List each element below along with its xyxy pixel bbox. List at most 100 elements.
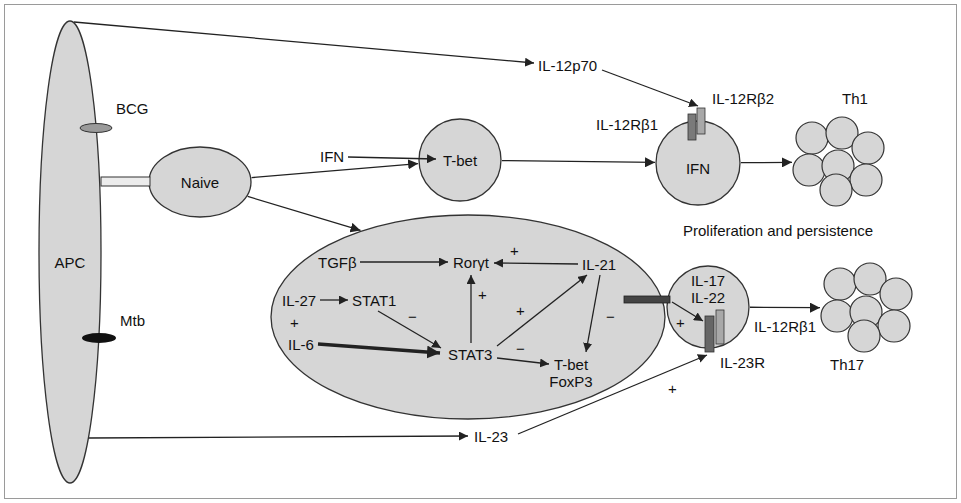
effector-cell <box>796 122 828 154</box>
molecule-label-holder: STAT1 <box>352 292 396 309</box>
pathogen-label: BCG <box>116 100 149 117</box>
receptor-symbol <box>705 316 714 352</box>
figure-frame <box>5 5 957 499</box>
pathway-arrow <box>318 344 440 353</box>
effector-cell <box>852 132 884 164</box>
naive-cell: Naive <box>148 146 252 218</box>
effector-cell <box>850 164 882 196</box>
cell-outline <box>792 116 886 208</box>
pathway-arrow <box>586 275 600 352</box>
effector-cell <box>793 154 825 186</box>
cell-membrane <box>419 119 501 201</box>
pathogen-label: Mtb <box>120 312 145 329</box>
sign-symbol: − <box>408 308 417 325</box>
cell-label-holder: T-bet <box>443 152 477 169</box>
cell-label: IFN <box>686 160 710 177</box>
tcr-contact <box>101 177 150 186</box>
receptor-label-holder: IL-12Rβ2 <box>712 90 774 107</box>
cytokine-label: IL-12p70 <box>538 57 597 74</box>
cell-membrane <box>149 147 251 217</box>
ifn-cell: IFN <box>655 120 741 206</box>
receptor-label: IL-12Rβ1 <box>596 116 658 133</box>
cell-label-holder: Naive <box>181 174 219 191</box>
sign-symbol-holder: + <box>290 314 299 331</box>
receptor-symbol <box>697 108 705 134</box>
cytokine-label: IL-17 IL-22 <box>686 272 730 306</box>
molecule-label-holder: IL-6 <box>288 336 314 353</box>
connector-arrow <box>741 162 792 164</box>
cell-membrane <box>656 121 740 205</box>
molecule-label-holder: STAT3 <box>448 346 492 363</box>
connector-arrow <box>502 161 655 163</box>
sign-symbol-holder: + <box>510 242 519 259</box>
cytokine-label-holder: IL-12p70 <box>538 57 597 74</box>
sign-symbol: + <box>668 380 677 397</box>
molecule-label: Rorγt <box>453 254 489 271</box>
receptor-label: IL-12Rβ2 <box>712 90 774 107</box>
sign-symbol: + <box>478 286 487 303</box>
sign-symbol: + <box>510 242 519 259</box>
differentiating-cell: TGFβRorγt+IL-21+IL-27STAT1++−−IL-6STAT3−… <box>270 214 666 420</box>
cell-label: T-bet <box>443 152 477 169</box>
sign-symbol-holder: + <box>668 380 677 397</box>
sign-symbol-holder: − <box>408 308 417 325</box>
connector-arrow <box>252 164 419 178</box>
molecule-label: STAT3 <box>448 346 492 363</box>
effector-cell <box>848 320 880 352</box>
pathway-arrow <box>320 299 348 300</box>
molecule-label-holder: TGFβ <box>318 254 357 271</box>
pathway-arrow <box>360 261 448 262</box>
pathogen-label-holder: BCG <box>116 100 149 117</box>
receptor-label: IL-12Rβ1 <box>754 318 816 335</box>
receptor-label: IL-23R <box>720 354 765 371</box>
effector-cell <box>820 174 852 206</box>
cluster-label: Th1 <box>842 90 868 107</box>
bcg-particle <box>80 124 112 133</box>
signal-arrow <box>602 70 698 106</box>
cytokine-label-holder: IL-17 IL-22 <box>686 272 730 306</box>
signal-arrow <box>518 355 707 434</box>
sign-symbol: + <box>290 314 299 331</box>
cytokine-label-holder: IL-23 <box>474 428 508 445</box>
pathway-arrow <box>378 311 441 348</box>
cell-outline <box>38 20 102 484</box>
sign-symbol: + <box>676 314 685 331</box>
molecule-label: STAT1 <box>352 292 396 309</box>
tbet-cell: T-bet <box>418 118 502 202</box>
connector-arrow <box>750 307 820 309</box>
molecule-label: IL-6 <box>288 336 314 353</box>
signal-arrow <box>89 436 468 438</box>
cytokine-label-holder: IFN <box>320 148 344 165</box>
effector-cell <box>878 310 910 342</box>
cluster-label: Th17 <box>830 356 864 373</box>
molecule-label: IL-21 <box>582 256 616 273</box>
receptor-symbol <box>716 310 724 344</box>
cell-label-holder: IFN <box>686 160 710 177</box>
cytokine-label: IFN <box>320 148 344 165</box>
molecule-label-holder: Rorγt <box>453 254 489 271</box>
effector-cell <box>821 300 853 332</box>
molecule-label: TGFβ <box>318 254 357 271</box>
cell-label: Naive <box>181 174 219 191</box>
molecule-label: IL-27 <box>282 292 316 309</box>
receptor-label-holder: IL-12Rβ1 <box>754 318 816 335</box>
pathway-arrow <box>497 358 549 364</box>
effector-cell <box>824 268 856 300</box>
receptor-label-holder: IL-12Rβ1 <box>596 116 658 133</box>
th17-precursor: Proliferation and persistenceIL-17 IL-22 <box>666 265 750 349</box>
sign-symbol: − <box>606 308 615 325</box>
effector-cell <box>880 278 912 310</box>
molecule-label-holder: IL-21 <box>582 256 616 273</box>
pathway-arrow <box>497 275 587 346</box>
receptor-symbol <box>624 296 670 303</box>
receptor-symbol <box>688 114 696 140</box>
signal-arrow <box>348 157 436 159</box>
cell-label: APC <box>55 254 86 271</box>
sign-symbol: − <box>516 340 525 357</box>
pathway-arrow <box>470 275 471 343</box>
